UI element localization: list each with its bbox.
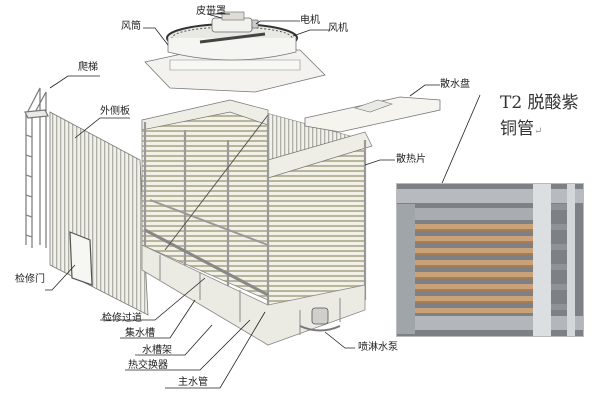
label-spray-pump: 喷淋水泵 [358,342,398,353]
callout-line-2: 铜管↵ [500,119,543,139]
label-water-distribution-basin: 散水盘 [440,79,470,90]
label-motor: 电机 [300,15,320,26]
outer-side-panel [49,111,149,316]
callout-copper-tube: T2 脱酸紫 铜管↵ [500,90,579,145]
return-mark-icon: ↵ [534,126,543,137]
label-ladder: 爬梯 [78,62,98,73]
label-maintenance-walkway: 检修过道 [102,313,142,324]
label-main-water-pipe: 主水管 [178,377,208,388]
label-belt-cover: 皮带罩 [196,6,226,17]
copper-tube-photo [396,183,584,337]
water-distribution-basin [304,96,441,133]
label-inspection-door: 检修门 [15,274,45,285]
callout-line-1: T2 脱酸紫 [500,93,579,113]
fan-assembly [144,11,326,93]
tower-body [141,99,373,346]
leader-lines [45,13,481,389]
label-fan-cylinder: 风筒 [121,21,141,32]
label-outer-side-panel: 外侧板 [100,106,130,117]
label-fan: 风机 [328,23,348,34]
ladder [24,87,49,248]
label-trough-frame: 水槽架 [142,345,172,356]
label-water-collection-trough: 集水槽 [125,328,155,339]
label-heat-exchanger: 热交换器 [128,360,168,371]
label-heat-sink: 散热片 [396,154,426,165]
